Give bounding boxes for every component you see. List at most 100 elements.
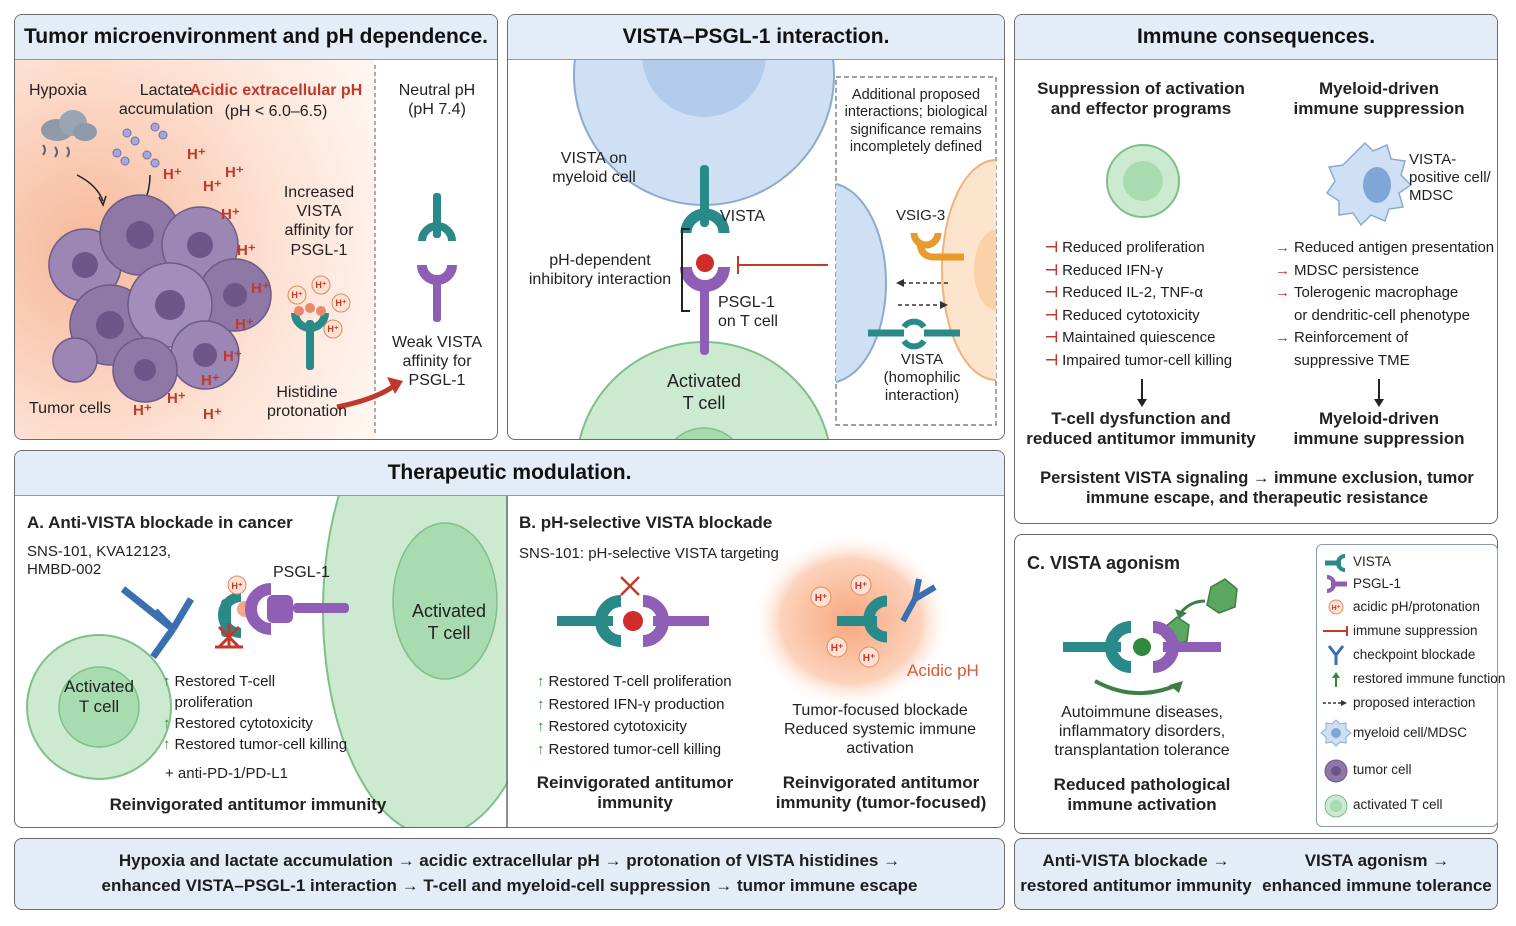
list-item: ↑Restored T-cell proliferation: [537, 673, 732, 690]
protonated-vista-icon: H⁺ H⁺ H⁺ H⁺: [287, 275, 351, 370]
therapeutic-illustration: H⁺: [26, 451, 1004, 827]
section-b-effects: ↑Restored T-cell proliferation ↑Restored…: [537, 671, 732, 761]
h-plus-marker: H⁺: [133, 402, 152, 419]
interaction-title: VISTA–PSGL-1 interaction.: [508, 15, 1004, 60]
list-item: ⊣Reduced IFN-γ: [1045, 261, 1163, 279]
agonism-title: C. VISTA agonism: [1027, 553, 1181, 573]
h-plus-marker: H⁺: [251, 280, 270, 297]
acidic-ph-label: Acidic extracellular pH: [189, 82, 363, 99]
immune-title: Immune consequences.: [1015, 15, 1497, 60]
h-plus-marker: H⁺: [203, 406, 222, 423]
legend-item: restored immune function: [1353, 671, 1506, 686]
antibody-icon: [1327, 645, 1345, 665]
inhibition-icon: ⊣: [1045, 261, 1059, 279]
inhibition-icon: ⊣: [1045, 239, 1059, 256]
up-arrow-icon: ↑: [163, 736, 171, 753]
svg-text:H⁺: H⁺: [815, 593, 828, 604]
dashed-arrow-icon: [1323, 700, 1347, 706]
list-item: →Tolerogenic macrophage or dendritic-cel…: [1275, 282, 1494, 327]
tme-panel: H⁺H⁺H⁺H⁺ Tumor microenvironment and pH d…: [14, 14, 498, 440]
therapeutic-panel: H⁺: [14, 450, 1005, 828]
legend-item: myeloid cell/MDSC: [1353, 725, 1468, 740]
svg-text:H⁺: H⁺: [315, 280, 326, 290]
arrow-icon: →: [1275, 261, 1290, 279]
svg-text:H⁺: H⁺: [327, 324, 338, 334]
list-item: ⊣Maintained quiescence: [1045, 329, 1216, 346]
protonation-icon: H⁺: [1328, 599, 1344, 615]
inhibition-icon: ⊣: [1045, 351, 1059, 369]
svg-text:H⁺: H⁺: [335, 298, 346, 308]
increased-affinity-label: Increased VISTA affinity for PSGL-1: [283, 184, 355, 259]
list-item: ↑Restored IFN-γ production: [537, 695, 725, 713]
list-item: ⊣Reduced cytotoxicity: [1045, 306, 1200, 324]
legend-item: checkpoint blockade: [1353, 647, 1476, 662]
hypoxia-label: Hypoxia: [29, 82, 87, 99]
myeloid-suppression-result: Myeloid-driven immune suppression: [1293, 409, 1465, 449]
immune-panel: Immune consequences. Suppression of acti…: [1014, 14, 1498, 524]
myeloid-cell-icon: [1320, 719, 1352, 747]
vista-on-myeloid-label: VISTA on myeloid cell: [552, 150, 636, 187]
tumor-focused-label: Tumor-focused blockade Reduced systemic …: [783, 702, 977, 758]
activated-t-cell-small-label: Activated T cell: [64, 677, 134, 717]
section-b-subtitle: SNS-101: pH-selective VISTA targeting: [519, 545, 779, 562]
legend-item: tumor cell: [1353, 762, 1412, 777]
svg-text:H⁺: H⁺: [855, 581, 868, 592]
list-item: →MDSC persistence: [1275, 261, 1420, 279]
tme-illustration: H⁺ H⁺ H⁺ H⁺: [15, 59, 457, 439]
immune-illustration: [1106, 141, 1413, 407]
hypoxia-cloud-icon: [41, 110, 97, 158]
section-a-title: A. Anti-VISTA blockade in cancer: [27, 513, 293, 532]
activated-t-cell-large-label: Activated T cell: [411, 601, 487, 643]
h-plus-marker: H⁺: [167, 390, 186, 407]
h-plus-marker: H⁺: [163, 166, 182, 183]
agonism-diseases: Autoimmune diseases, inflammatory disord…: [1054, 704, 1230, 760]
up-arrow-icon: ↑: [537, 673, 545, 690]
legend-item: immune suppression: [1353, 623, 1478, 638]
list-item: ↑Restored tumor-cell killing: [537, 740, 722, 758]
weak-affinity-label: Weak VISTA affinity for PSGL-1: [391, 334, 483, 390]
svg-text:H⁺: H⁺: [831, 643, 844, 654]
agonism-outcome: VISTA agonism → enhanced immune toleranc…: [1262, 851, 1492, 895]
h-plus-marker: H⁺: [225, 164, 244, 181]
t-cell-dysfunction-result: T-cell dysfunction and reduced antitumor…: [1026, 409, 1256, 449]
h-plus-marker: H⁺: [201, 372, 220, 389]
up-arrow-icon: ↑: [537, 740, 545, 758]
inhibition-icon: ⊣: [1045, 306, 1059, 324]
legend-item: acidic pH/protonation: [1353, 599, 1480, 614]
vista-receptor-icon: [1325, 554, 1346, 572]
inhibition-icon: [1323, 626, 1348, 636]
tumor-cell-cluster: [48, 194, 272, 403]
svg-text:H⁺: H⁺: [291, 290, 302, 300]
lactate-label: Lactate accumulation: [118, 82, 214, 119]
psgl1-receptor-icon: [1326, 575, 1347, 593]
psgl1-label: PSGL-1: [273, 564, 330, 581]
combination-label: + anti-PD-1/PD-L1: [165, 765, 288, 782]
tumor-cells-label: Tumor cells: [29, 400, 112, 417]
section-b-result-left: Reinvigorated antitumor immunity: [536, 773, 734, 813]
suppression-header: Suppression of activation and effector p…: [1037, 79, 1245, 119]
neutral-ph-label: Neutral pH (pH 7.4): [398, 82, 476, 119]
interaction-panel: VISTA–PSGL-1 interaction. VISTA on myelo…: [507, 14, 1005, 440]
svg-text:H⁺: H⁺: [863, 653, 876, 664]
myeloid-header: Myeloid-driven immune suppression: [1293, 79, 1465, 119]
inhibition-icon: ⊣: [1045, 329, 1059, 346]
therapeutic-title: Therapeutic modulation.: [15, 451, 1004, 496]
tumor-cell-icon: [1324, 759, 1348, 783]
svg-text:H⁺: H⁺: [231, 581, 242, 591]
legend-item: VISTA: [1353, 554, 1392, 569]
list-item: ⊣Reduced proliferation: [1045, 239, 1205, 256]
outcomes-bar: Anti-VISTA blockade → restored antitumor…: [1014, 838, 1498, 910]
list-item: ↑Restored cytotoxicity: [163, 715, 313, 732]
up-arrow-icon: ↑: [537, 695, 545, 713]
ph-dependent-label: pH-dependent inhibitory interaction: [528, 252, 672, 289]
acidic-ph-label: Acidic pH: [907, 661, 979, 680]
neutral-pair-icon: [417, 193, 457, 322]
arrow-icon: →: [1275, 284, 1290, 301]
section-a-result: Reinvigorated antitumor immunity: [109, 795, 387, 814]
acidic-ph-range: (pH < 6.0–6.5): [224, 103, 328, 120]
t-cell-icon: [1324, 794, 1348, 818]
section-b-title: B. pH-selective VISTA blockade: [519, 513, 773, 532]
psgl1-on-t-cell-label: PSGL-1 on T cell: [718, 294, 778, 331]
myeloid-effects-list: →Reduced antigen presentation →MDSC pers…: [1275, 237, 1494, 372]
vsig3-label: VSIG-3: [896, 207, 946, 224]
